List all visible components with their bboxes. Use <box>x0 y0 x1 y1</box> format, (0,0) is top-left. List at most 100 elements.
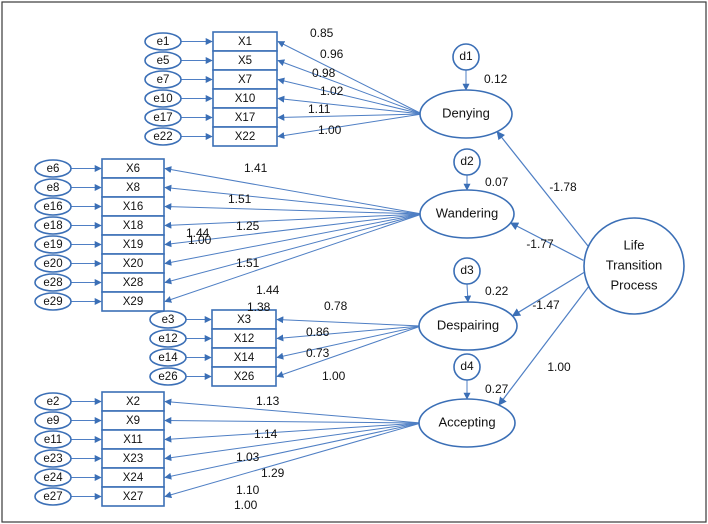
indicator-label: X1 <box>238 36 252 48</box>
error-label: e1 <box>157 36 170 48</box>
loading-arrow-x11 <box>164 422 422 443</box>
latent-accepting-label: Accepting <box>438 414 495 429</box>
loading-label-x28: 1.44 <box>256 283 280 297</box>
disturbance-d1: d1 <box>452 43 480 71</box>
loading-label-x12: 0.86 <box>306 325 330 339</box>
disturbance-d4: d4 <box>453 353 481 381</box>
error-label: e27 <box>43 491 62 503</box>
loading-arrow-x22 <box>277 113 423 139</box>
error-ellipse <box>34 235 72 254</box>
indicator-x12: X12 <box>211 328 277 349</box>
latent-life-label-line3: Process <box>611 277 658 292</box>
latent-denying-ellipse <box>419 89 513 139</box>
loading-label-x29: 1.38 <box>247 300 271 314</box>
error-label: e18 <box>43 220 62 232</box>
indicator-x18: X18 <box>101 215 165 236</box>
error-label: e14 <box>158 352 178 364</box>
error-term-e12: e12 <box>149 329 187 348</box>
error-ellipse <box>34 392 72 411</box>
error-label: e29 <box>43 296 62 308</box>
indicator-x9: X9 <box>101 410 165 431</box>
error-term-e29: e29 <box>34 292 72 311</box>
error-ellipse <box>34 292 72 311</box>
error-ellipse <box>34 216 72 235</box>
loading-label-x8: 1.51 <box>228 192 252 206</box>
loading-label-x17: 1.11 <box>308 102 331 116</box>
indicator-label: X2 <box>126 396 140 408</box>
latent-denying: Denying <box>419 89 513 139</box>
path-life-to-accepting <box>498 278 595 406</box>
error-term-e20: e20 <box>34 254 72 273</box>
loading-arrow-x24 <box>164 422 422 480</box>
error-ellipse <box>34 197 72 216</box>
loading-label-x24: 1.10 <box>236 483 260 497</box>
disturbance-circle <box>453 148 481 176</box>
latent-accepting-ellipse <box>418 398 516 448</box>
loading-arrow-x29 <box>164 213 423 303</box>
indicator-x22: X22 <box>212 126 278 147</box>
loading-label-x10: 1.02 <box>320 84 344 98</box>
loading-arrow-x19 <box>164 213 423 248</box>
error-ellipse <box>144 70 182 89</box>
indicator-label: X16 <box>123 201 143 213</box>
latent-despairing-ellipse <box>418 301 518 351</box>
indicator-label: X17 <box>235 112 255 124</box>
indicator-label: X23 <box>123 453 143 465</box>
path-coefficient-denying: -1.78 <box>549 180 577 194</box>
disturbance-label: d3 <box>460 263 474 277</box>
indicator-label: X6 <box>126 163 140 175</box>
error-term-e26: e26 <box>149 367 187 386</box>
error-ellipse <box>34 468 72 487</box>
loading-label-x14: 0.73 <box>306 346 330 360</box>
indicator-label: X9 <box>126 415 140 427</box>
error-term-e9: e9 <box>34 411 72 430</box>
loading-arrow-x8 <box>164 184 423 215</box>
error-ellipse <box>34 430 72 449</box>
indicator-label: X22 <box>235 131 255 143</box>
error-label: e24 <box>43 472 63 484</box>
indicator-x2: X2 <box>101 391 165 412</box>
indicator-label: X28 <box>123 277 143 289</box>
loading-arrow-x28 <box>164 213 423 285</box>
indicator-box <box>211 366 277 387</box>
error-term-e10: e10 <box>144 89 182 108</box>
indicator-label: X8 <box>126 182 140 194</box>
indicator-label: X3 <box>237 314 251 326</box>
latent-wandering-label: Wandering <box>436 205 498 220</box>
error-term-e18: e18 <box>34 216 72 235</box>
loading-arrow-x26 <box>276 325 422 378</box>
indicator-x19: X19 <box>101 234 165 255</box>
indicator-x20: X20 <box>101 253 165 274</box>
indicator-box <box>212 126 278 147</box>
error-label: e9 <box>47 415 60 427</box>
indicator-label: X20 <box>123 258 143 270</box>
loading-label-x26: 1.00 <box>322 369 346 383</box>
loading-arrow-x12 <box>276 325 422 342</box>
loading-label-x11: 1.03 <box>236 450 260 464</box>
disturbance-label: d4 <box>460 359 474 373</box>
disturbance-arrow-d3 <box>464 283 472 303</box>
indicator-label: X19 <box>123 239 143 251</box>
loading-arrow-x6 <box>164 166 423 215</box>
r-squared-wandering: 0.07 <box>485 175 509 189</box>
loading-label-x18: 1.44 <box>186 226 210 240</box>
indicator-x26: X26 <box>211 366 277 387</box>
indicator-label: X5 <box>238 55 252 67</box>
error-term-e1: e1 <box>144 32 182 51</box>
error-term-e17: e17 <box>144 108 182 127</box>
indicator-x5: X5 <box>212 50 278 71</box>
error-ellipse <box>144 89 182 108</box>
error-ellipse <box>144 51 182 70</box>
error-label: e8 <box>47 182 60 194</box>
latent-life-ellipse <box>583 217 685 315</box>
error-label: e22 <box>153 131 172 143</box>
latent-life-label-line1: Life <box>624 237 645 252</box>
error-label: e5 <box>157 55 170 67</box>
error-label: e26 <box>158 371 177 383</box>
indicator-label: X7 <box>238 74 252 86</box>
error-label: e3 <box>162 314 175 326</box>
error-term-e2: e2 <box>34 392 72 411</box>
error-label: e2 <box>47 396 60 408</box>
error-label: e6 <box>47 163 60 175</box>
